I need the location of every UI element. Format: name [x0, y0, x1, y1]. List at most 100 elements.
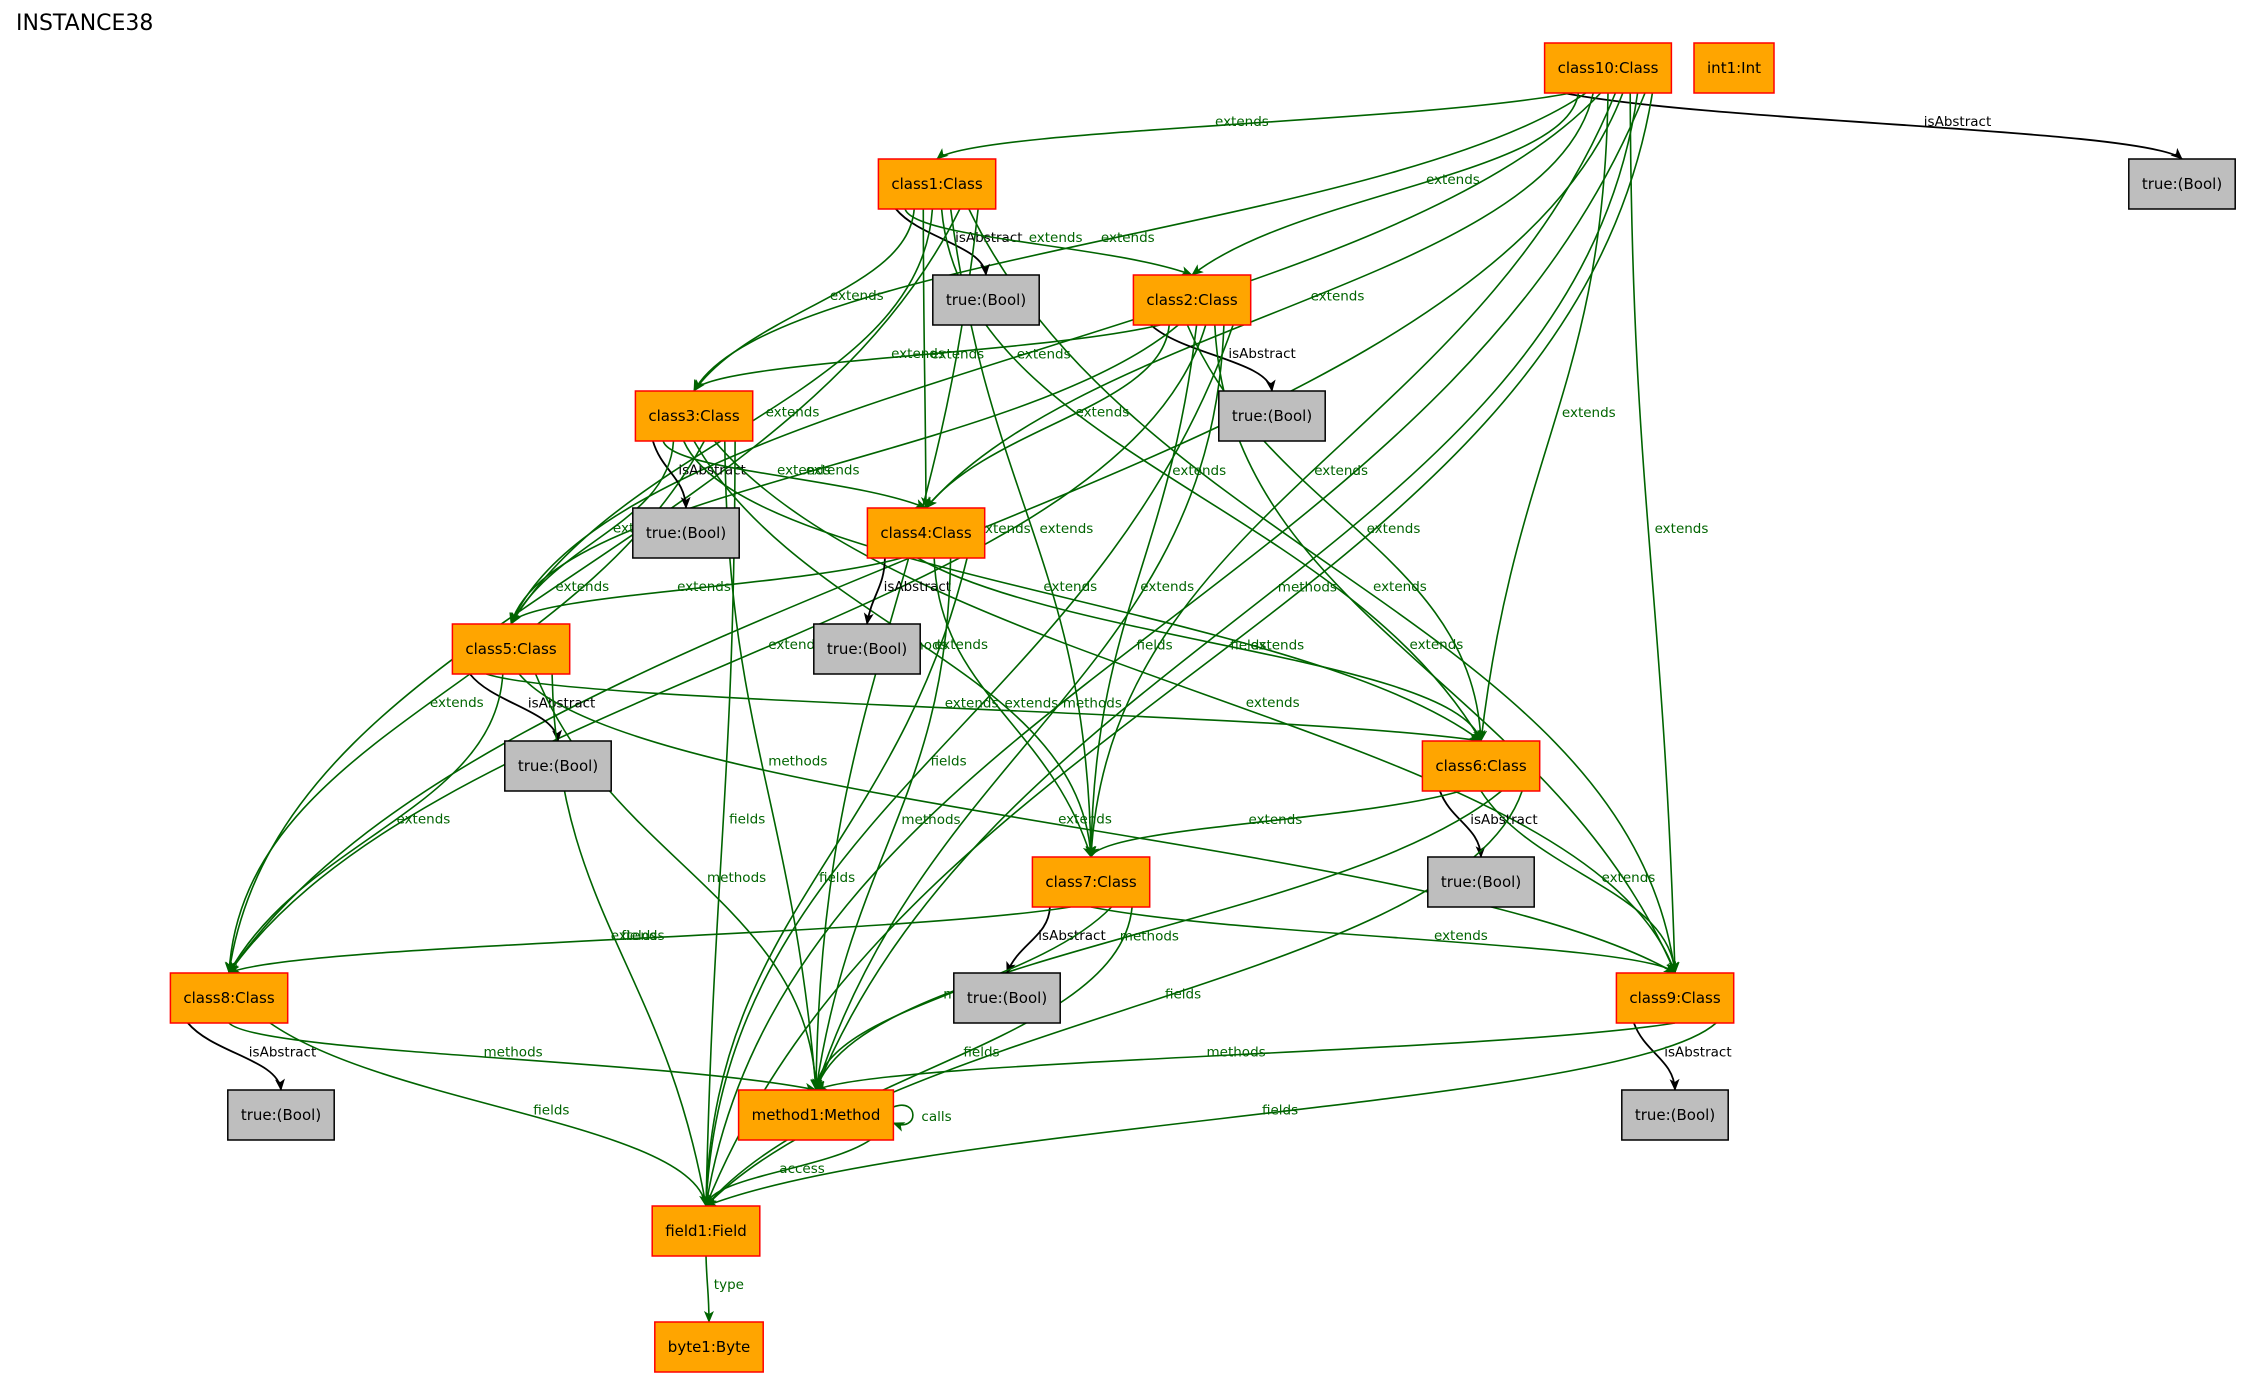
edge-label-extends: extends [806, 463, 860, 479]
edge-label-isAbstract: isAbstract [1664, 1045, 1731, 1061]
node-box [1421, 740, 1541, 792]
edge-label-fields: fields [931, 754, 967, 770]
edge-class6-methods-method1 [814, 790, 1503, 1091]
node-box [1132, 274, 1252, 326]
node-label: true:(Bool) [2142, 175, 2222, 193]
node-box [737, 1089, 895, 1141]
edge-label-isAbstract: isAbstract [1924, 114, 1991, 130]
node-box [813, 623, 921, 675]
node-label: true:(Bool) [241, 1106, 321, 1124]
edge-class3-extends-class5 [510, 440, 675, 625]
edge-class2-methods-method1 [814, 324, 1225, 1091]
edge-label-extends: extends [1058, 812, 1112, 828]
edge-label-extends: extends [1250, 638, 1304, 654]
edge-label-fields: fields [819, 870, 855, 886]
node-label: class6:Class [1435, 757, 1526, 775]
edge-class7-extends-class9 [1090, 906, 1676, 974]
edge-label-extends: extends [397, 812, 451, 828]
edge-class4-methods-method1 [812, 557, 952, 1091]
node-class4: class4:Class [866, 507, 986, 559]
edge-label-extends: extends [1373, 579, 1427, 595]
edge-label-extends: extends [1434, 928, 1488, 944]
edge-class4-extends-class5 [510, 557, 902, 625]
edge-label-methods: methods [1278, 580, 1337, 596]
edge-class5-methods-method1 [534, 673, 821, 1091]
edge-class2-extends-class3 [693, 324, 1161, 392]
node-t2: true:(Bool) [1218, 390, 1326, 442]
edge-class8-isAbstract-t8 [187, 1022, 285, 1091]
node-class3: class3:Class [634, 390, 754, 442]
edge-class7-extends-class8 [228, 906, 1071, 974]
node-label: class10:Class [1558, 59, 1659, 77]
node-label: class9:Class [1629, 989, 1720, 1007]
edge-label-extends: extends [934, 637, 988, 653]
edge-label-extends: extends [1005, 696, 1059, 712]
node-box [654, 1321, 764, 1373]
edge-class10-extends-class5 [510, 92, 1602, 625]
edge-class1-extends-class5 [510, 208, 934, 625]
edge-class4-isAbstract-t4 [863, 557, 886, 625]
edge-label-methods: methods [707, 870, 766, 886]
node-label: true:(Bool) [1441, 873, 1521, 891]
node-class9: class9:Class [1615, 972, 1735, 1024]
edge-label-calls: calls [921, 1109, 951, 1125]
edge-class10-extends-class3 [693, 92, 1587, 392]
edge-label-extends: extends [830, 288, 884, 304]
edge-label-extends: extends [677, 579, 731, 595]
edge-label-extends: extends [945, 696, 999, 712]
node-box [1615, 972, 1735, 1024]
edge-label-isAbstract: isAbstract [1228, 346, 1295, 362]
edge-class1-extends-class3 [693, 208, 915, 392]
edge-label-methods: methods [1207, 1045, 1266, 1061]
edge-label-isAbstract: isAbstract [1470, 812, 1537, 828]
node-t3: true:(Bool) [632, 507, 740, 559]
edge-label-fields: fields [533, 1103, 569, 1119]
node-class8: class8:Class [169, 972, 289, 1024]
edge-class1-extends-class4 [920, 208, 931, 509]
node-label: class4:Class [880, 524, 971, 542]
edge-label-extends: extends [1043, 579, 1097, 595]
node-box [632, 507, 740, 559]
node-label: byte1:Byte [668, 1338, 750, 1356]
node-box [953, 972, 1061, 1024]
node-box [1031, 856, 1151, 908]
edge-label-methods: methods [768, 754, 827, 770]
node-label: class8:Class [183, 989, 274, 1007]
node-t10: true:(Bool) [2128, 158, 2236, 210]
edge-label-fields: fields [963, 1045, 999, 1061]
edge-class7-methods-method1 [812, 906, 1113, 1091]
edge-class10-isAbstract-t10 [1563, 92, 2183, 160]
node-t5: true:(Bool) [504, 740, 612, 792]
edge-class1-extends-class8 [225, 208, 961, 974]
node-byte1: byte1:Byte [654, 1321, 764, 1373]
diagram-title: INSTANCE38 [16, 11, 153, 36]
edge-class1-extends-class2 [904, 208, 1193, 276]
edge-label-extends: extends [1101, 230, 1155, 246]
edge-label-extends: extends [1410, 637, 1464, 653]
edge-label-extends: extends [1367, 521, 1421, 537]
edge-label-isAbstract: isAbstract [884, 579, 951, 595]
node-box [2128, 158, 2236, 210]
edge-class9-methods-method1 [815, 1022, 1676, 1091]
edge-label-extends: extends [766, 405, 820, 421]
node-box [169, 972, 289, 1024]
edge-label-methods: methods [901, 812, 960, 828]
node-box [1218, 390, 1326, 442]
node-label: class7:Class [1045, 873, 1136, 891]
edge-method1-calls-method1 [892, 1104, 914, 1132]
node-class2: class2:Class [1132, 274, 1252, 326]
edge-class3-isAbstract-t3 [652, 440, 691, 509]
edge-class5-extends-class6 [486, 673, 1482, 745]
node-box [634, 390, 754, 442]
node-label: int1:Int [1707, 59, 1761, 77]
node-label: true:(Bool) [946, 291, 1026, 309]
node-field1: field1:Field [651, 1205, 761, 1257]
edge-label-fields: fields [621, 928, 657, 944]
edge-method1-access-field1 [702, 1139, 871, 1207]
edge-label-extends: extends [1215, 114, 1269, 130]
node-box [932, 274, 1040, 326]
edge-class9-fields-field1 [705, 1022, 1717, 1207]
node-class7: class7:Class [1031, 856, 1151, 908]
edge-class4-extends-class7 [933, 557, 1093, 858]
node-label: class3:Class [648, 407, 739, 425]
